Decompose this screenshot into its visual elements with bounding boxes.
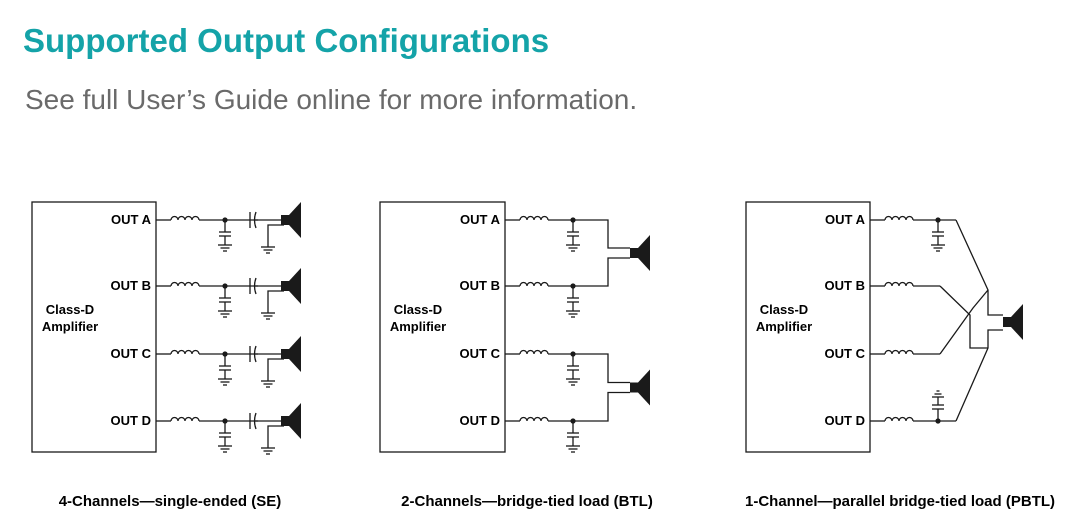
amplifier-box [31,201,157,453]
output-label-c: OUT C [825,346,866,361]
speaker-icon [630,235,650,271]
speaker-icon [281,268,301,304]
caption: 1-Channel—parallel bridge-tied load (PBT… [745,493,1055,510]
inductor [170,416,200,422]
inductor [170,281,200,287]
inductor [170,215,200,221]
wire [548,391,630,422]
caption: 4-Channels—single-ended (SE) [59,493,282,510]
junction-dot [222,283,228,289]
inductor [884,281,914,287]
output-label-b: OUT B [460,278,500,293]
amplifier-label: Amplifier [756,319,812,334]
amplifier-label: Amplifier [42,319,98,334]
output-label-d: OUT D [825,413,865,428]
amplifier-box [379,201,506,453]
inductor [519,349,549,355]
wire [267,425,284,448]
wire [548,353,630,384]
inductor [884,416,914,422]
output-label-b: OUT B [825,278,865,293]
speaker-icon [1003,304,1023,340]
amplifier-label: Class-D [760,302,808,317]
output-label-a: OUT A [111,212,152,227]
speaker-icon [281,202,301,238]
wire [939,285,988,349]
amplifier-box [745,201,871,453]
page-subtitle: See full User’s Guide online for more in… [25,84,638,115]
output-label-c: OUT C [111,346,152,361]
dc-blocking-capacitor [253,211,257,229]
diagram-labels: OUT A OUT B OUT C OUT D Class-D Amplifier 4-Ch… [42,212,1055,510]
wire [939,289,989,355]
page-title: Supported Output Configurations [23,22,550,59]
output-label-d: OUT D [460,413,500,428]
dc-blocking-capacitor [253,277,257,295]
diagram-circuits [31,201,1023,455]
output-label-d: OUT D [111,413,151,428]
output-label-a: OUT A [825,212,866,227]
wire [267,358,284,381]
wire [267,290,284,313]
inductor [884,215,914,221]
caption: 2-Channels—bridge-tied load (BTL) [401,493,653,510]
inductor [170,349,200,355]
speaker-icon [630,369,650,406]
amplifier-label: Class-D [46,302,94,317]
amplifier-label: Amplifier [390,319,446,334]
output-label-a: OUT A [460,212,501,227]
junction-dot [222,418,228,424]
output-label-c: OUT C [460,346,501,361]
speaker-icon [281,403,301,439]
inductor [519,416,549,422]
junction-dot [935,217,941,223]
junction-dot [222,217,228,223]
amplifier-label: Class-D [394,302,442,317]
output-label-b: OUT B [111,278,151,293]
inductor [519,215,549,221]
dc-blocking-capacitor [253,345,257,363]
speaker-icon [281,336,301,372]
inductor [884,349,914,355]
wire [548,257,630,287]
inductor [519,281,549,287]
wire [955,329,1003,422]
wire [548,219,630,249]
junction-dot [222,351,228,357]
wire [955,219,1003,316]
dc-blocking-capacitor [253,412,257,430]
wire [267,224,284,247]
